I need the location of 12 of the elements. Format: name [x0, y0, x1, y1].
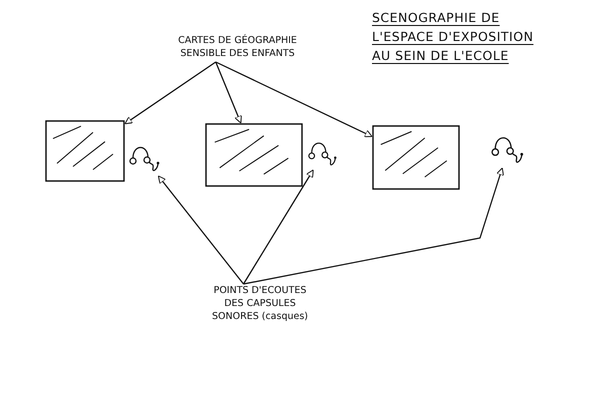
frame-box — [205, 123, 303, 187]
arrow — [242, 170, 314, 284]
title: SCENOGRAPHIE DE L'ESPACE D'EXPOSITION AU SEIN DE L'ECOLE — [372, 9, 534, 65]
frame-box — [372, 125, 460, 190]
arrow — [216, 61, 372, 138]
arrow — [158, 176, 244, 284]
arrow — [124, 62, 216, 124]
text-label: POINTS D'ECOUTES DES CAPSULES SONORES (casques) — [205, 284, 315, 352]
arrow — [243, 168, 504, 285]
text-label: CARTES DE GÉOGRAPHIE SENSIBLE DES ENFANTS — [165, 34, 310, 62]
arrow — [215, 62, 242, 124]
frame-box — [45, 120, 125, 182]
